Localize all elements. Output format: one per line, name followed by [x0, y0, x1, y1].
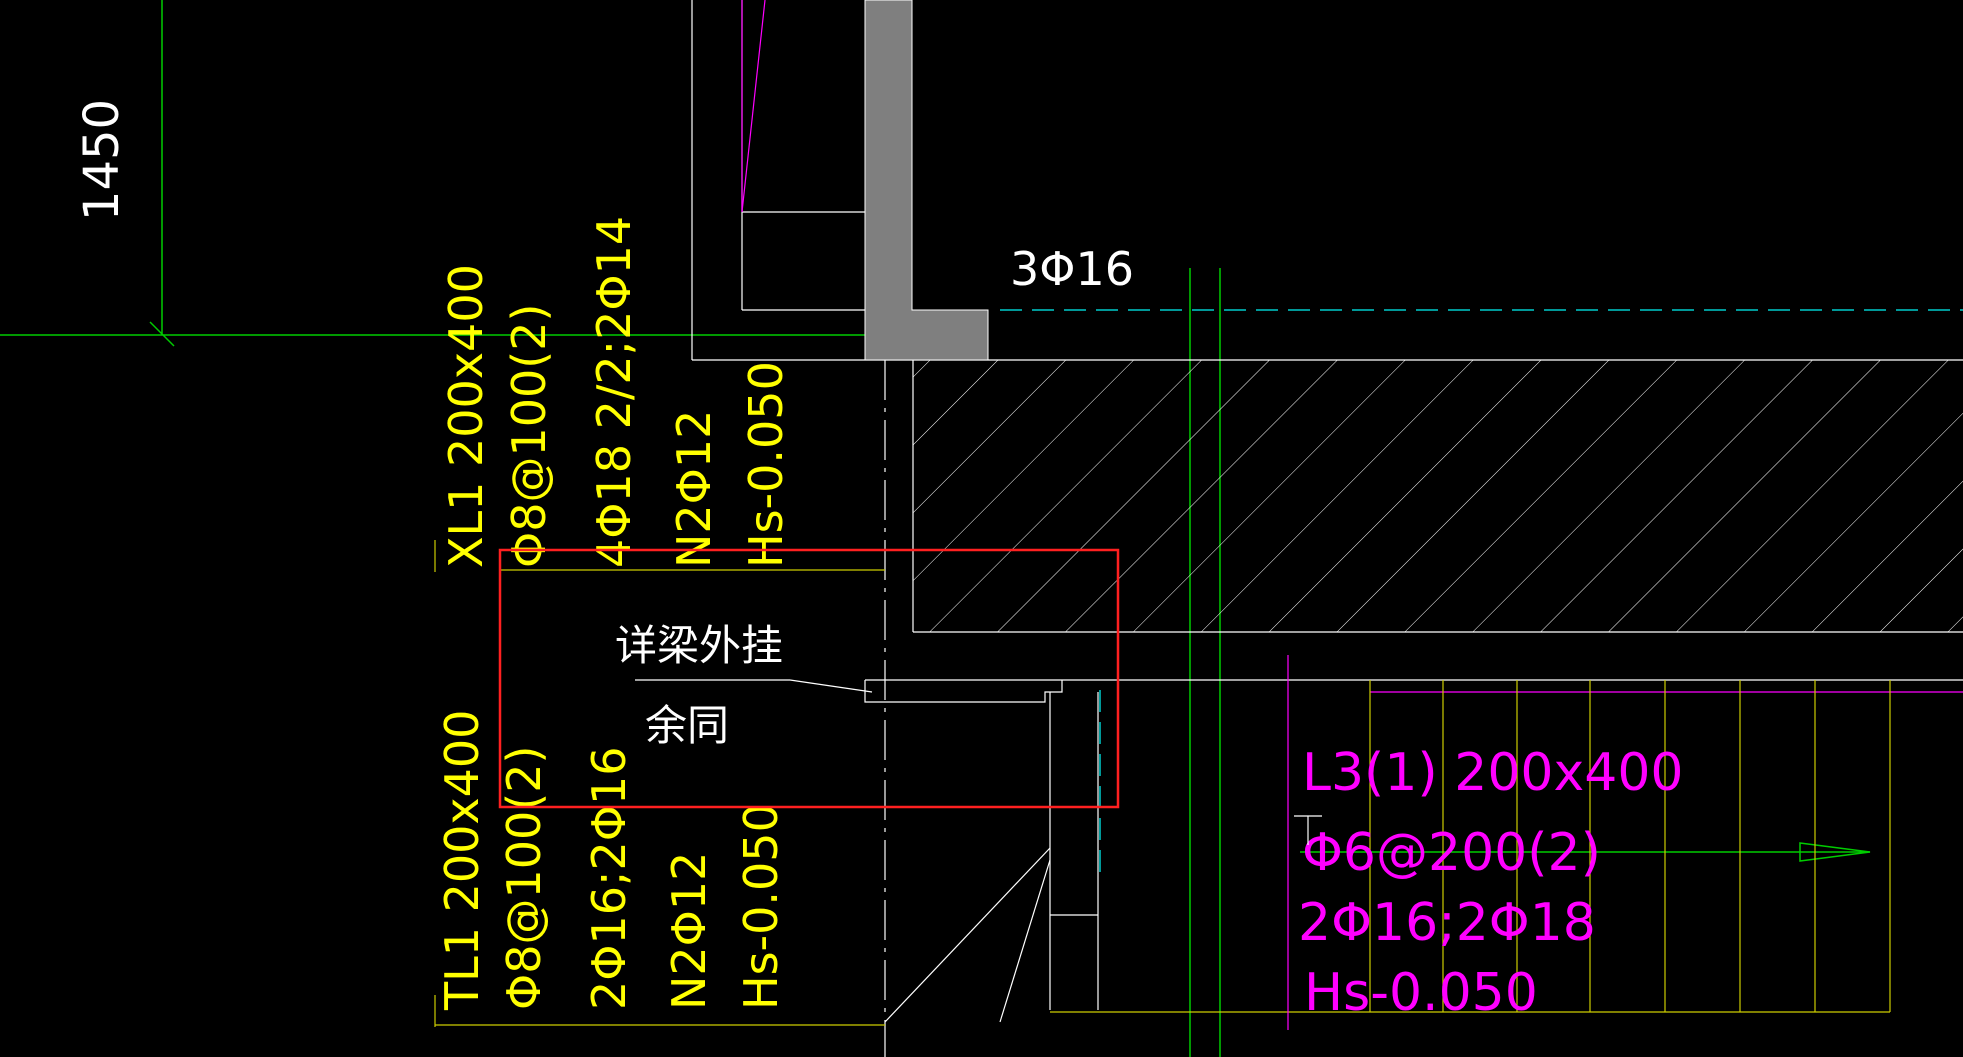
rebar-lines: [1000, 309, 1963, 880]
note-annotation: 详梁外挂 余同: [615, 621, 873, 750]
rebar-label-top: 3Φ16: [1010, 242, 1134, 296]
window-lines: [741, 0, 1963, 693]
window-diagonal: [741, 0, 766, 213]
l3-elevation: Hs-0.050: [1304, 963, 1538, 1023]
tl1-stirrup: Φ8@100(2): [497, 746, 551, 1010]
beam-l3-annotation: L3(1) 200x400 Φ6@200(2) 2Φ16;2Φ18 Hs-0.0…: [1298, 743, 1684, 1023]
cursor-icon: [1294, 815, 1322, 845]
xl1-main-bars: 4Φ18 2/2;2Φ14: [587, 216, 641, 568]
beam-xl1-annotation: XL1 200x400 Φ8@100(2) 4Φ18 2/2;2Φ14 N2Φ1…: [439, 216, 793, 568]
tl1-elevation: Hs-0.050: [734, 803, 788, 1010]
beam-tl1-annotation: TL1 200x400 Φ8@100(2) 2Φ16;2Φ16 N2Φ12 Hs…: [435, 710, 788, 1011]
xl1-side-bars: N2Φ12: [667, 410, 721, 568]
stair-lines: [434, 540, 1891, 1027]
xl1-stirrup: Φ8@100(2): [502, 304, 556, 568]
l3-stirrup: Φ6@200(2): [1302, 823, 1601, 883]
tl1-name: TL1 200x400: [435, 710, 489, 1011]
note-line-1: 详梁外挂: [615, 621, 783, 670]
tl1-main-bars: 2Φ16;2Φ16: [582, 746, 636, 1010]
diagonal-ramp-line-2: [999, 859, 1051, 1023]
note-line-2: 余同: [645, 701, 729, 750]
xl1-name: XL1 200x400: [439, 264, 493, 568]
tl1-side-bars: N2Φ12: [662, 852, 716, 1010]
section-arrow-head: [1799, 842, 1871, 862]
l3-name: L3(1) 200x400: [1302, 743, 1684, 803]
note-leader: [789, 679, 873, 693]
l3-main-bars: 2Φ16;2Φ18: [1298, 893, 1596, 953]
xl1-elevation: Hs-0.050: [739, 361, 793, 568]
wall-section: [864, 0, 989, 361]
diagonal-ramp-line: [884, 847, 1051, 1023]
slab-hatch: [913, 360, 1963, 632]
highlight-box: [498, 548, 1120, 809]
axis-tick: [149, 321, 175, 347]
dimension-text: 1450: [74, 99, 130, 221]
beam-ledge: [864, 680, 1063, 703]
